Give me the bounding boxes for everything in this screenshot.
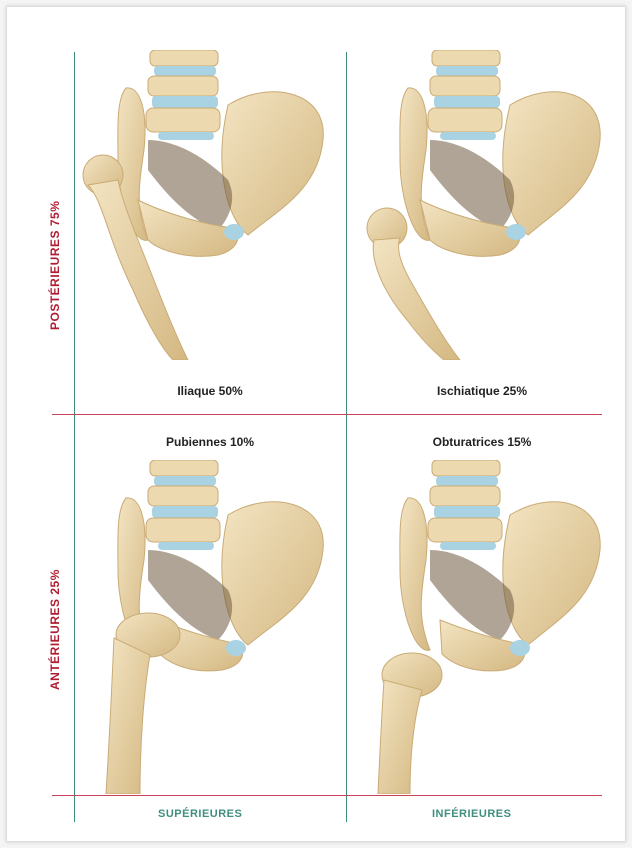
middle-horizontal-line xyxy=(52,414,602,415)
caption-iliac: Iliaque 50% xyxy=(177,384,242,398)
pelvis-illustration-iliac xyxy=(78,50,344,360)
center-vertical-line xyxy=(346,52,347,822)
caption-ischial: Ischiatique 25% xyxy=(437,384,527,398)
pelvis-illustration-ischial xyxy=(352,50,602,360)
caption-obturator: Obturatrices 15% xyxy=(433,435,532,449)
pelvis-illustration-pubic xyxy=(78,460,344,794)
caption-pubic: Pubiennes 10% xyxy=(166,435,254,449)
anterior-side-label: ANTÉRIEURES 25% xyxy=(48,569,62,690)
bottom-horizontal-line xyxy=(52,795,602,796)
superior-bottom-label: SUPÉRIEURES xyxy=(158,808,242,820)
inferior-bottom-label: INFÉRIEURES xyxy=(432,808,511,820)
left-vertical-line xyxy=(74,52,75,822)
posterior-side-label: POSTÉRIEURES 75% xyxy=(48,201,62,330)
pelvis-illustration-obturator xyxy=(352,460,602,794)
